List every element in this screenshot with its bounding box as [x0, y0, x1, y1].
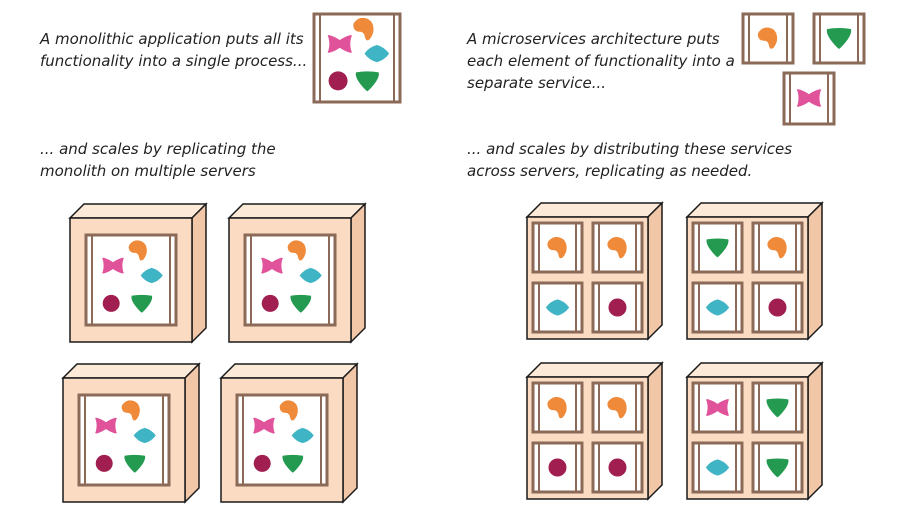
frame-outer	[531, 221, 584, 274]
server-side	[807, 361, 823, 501]
caption-microservices-scaling: ... and scales by distributing these ser…	[467, 138, 792, 182]
server-side	[647, 361, 663, 501]
maroon-circle-shape	[768, 298, 787, 317]
maroon-circle-shape	[261, 294, 279, 312]
caption-line: monolith on multiple servers	[40, 162, 256, 180]
server-top	[525, 362, 664, 378]
server-side	[191, 202, 207, 344]
server-side	[350, 202, 366, 344]
maroon-circle-shape	[328, 71, 348, 91]
server-top	[525, 202, 664, 218]
caption-line: functionality into a single process...	[40, 52, 308, 70]
caption-line: A microservices architecture puts	[467, 30, 720, 48]
maroon-circle-shape	[608, 458, 627, 477]
maroon-circle-shape	[548, 458, 567, 477]
server-top	[227, 203, 367, 219]
frame-outer	[751, 381, 804, 434]
server-side	[807, 201, 823, 341]
caption-line: separate service...	[467, 74, 607, 92]
service-instance-frame	[751, 381, 804, 434]
caption-monolith-intro: A monolithic application puts all its fu…	[40, 28, 307, 72]
caption-line: each element of functionality into a	[467, 52, 735, 70]
server-side	[647, 201, 663, 341]
caption-microservices-intro: A microservices architecture puts each e…	[467, 28, 735, 94]
frame-outer	[751, 281, 804, 334]
frame-outer	[591, 281, 644, 334]
caption-line: across servers, replicating as needed.	[467, 162, 753, 180]
frame-outer	[531, 281, 584, 334]
maroon-circle-shape	[608, 298, 627, 317]
service-instance-frame	[531, 221, 584, 274]
server-top	[219, 363, 359, 379]
caption-line: ... and scales by replicating the	[40, 140, 276, 158]
server-side	[342, 362, 358, 504]
caption-line: ... and scales by distributing these ser…	[467, 140, 793, 158]
maroon-circle-shape	[95, 454, 113, 472]
caption-line: A monolithic application puts all its	[40, 30, 304, 48]
service-instance-frame	[751, 281, 804, 334]
maroon-circle-shape	[253, 454, 271, 472]
server-side	[184, 362, 200, 504]
maroon-circle-shape	[102, 294, 120, 312]
service-instance-frame	[531, 281, 584, 334]
caption-monolith-scaling: ... and scales by replicating the monoli…	[40, 138, 276, 182]
server-top	[685, 362, 824, 378]
server-top	[68, 203, 208, 219]
service-instance-frame	[591, 281, 644, 334]
server-top	[61, 363, 201, 379]
server-top	[685, 202, 824, 218]
